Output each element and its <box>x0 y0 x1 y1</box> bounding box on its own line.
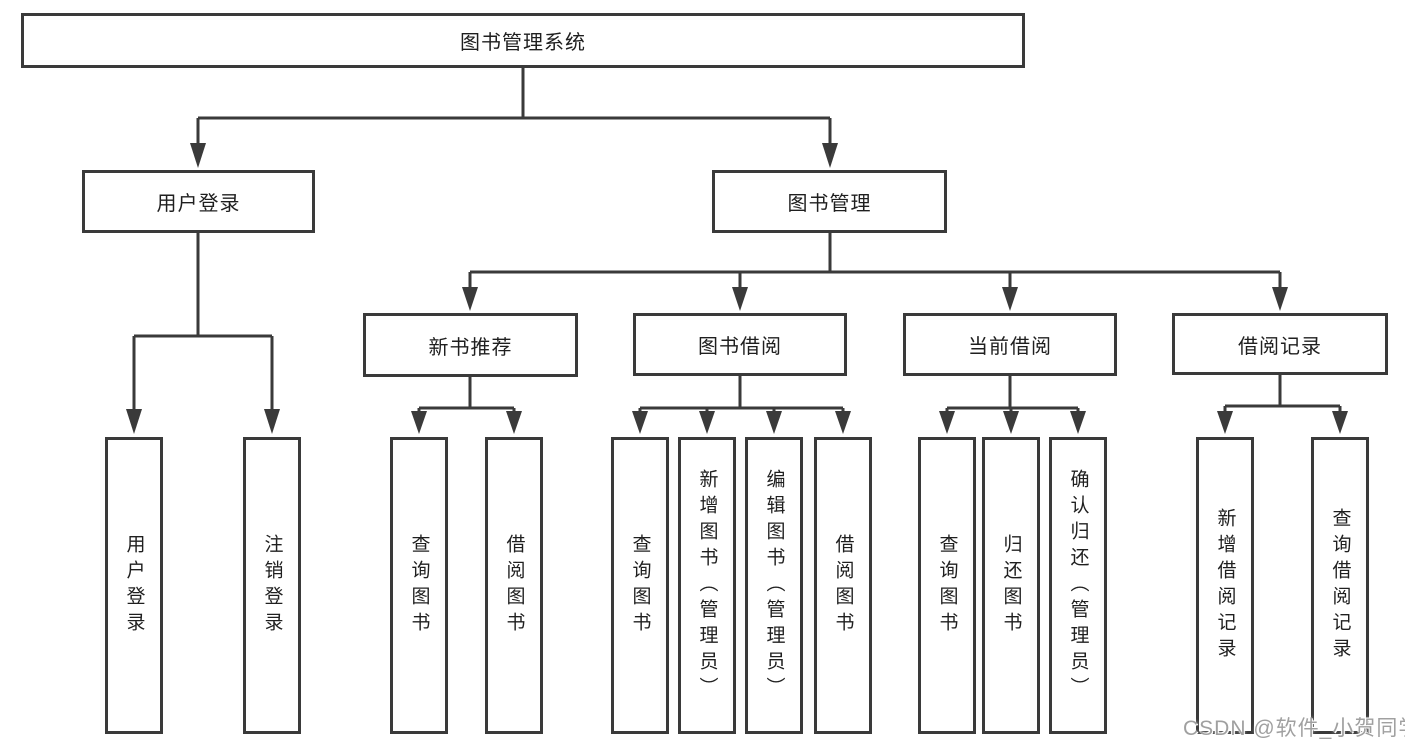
leaf-recommend-borrow-books-label: 借阅图书 <box>503 533 525 638</box>
leaf-add-books-admin-label: 新增图书（管理员） <box>696 468 718 703</box>
leaf-logout: 注销登录 <box>243 437 301 734</box>
node-book-management-label: 图书管理 <box>787 193 872 215</box>
leaf-current-query-books-label: 查询图书 <box>936 533 958 638</box>
leaf-add-books-admin: 新增图书（管理员） <box>678 437 736 734</box>
node-book-management: 图书管理 <box>712 170 947 233</box>
leaf-confirm-return-admin: 确认归还（管理员） <box>1049 437 1107 734</box>
leaf-edit-books-admin: 编辑图书（管理员） <box>745 437 803 734</box>
leaf-query-borrow-record-label: 查询借阅记录 <box>1329 507 1351 664</box>
leaf-return-books: 归还图书 <box>982 437 1040 734</box>
node-book-borrow-label: 图书借阅 <box>698 336 782 358</box>
csdn-watermark: CSDN @软件_小贺同学 <box>1183 717 1405 740</box>
node-root-label: 图书管理系统 <box>460 32 586 54</box>
leaf-borrow-query-books-label: 查询图书 <box>629 533 651 638</box>
node-borrow-records-label: 借阅记录 <box>1238 335 1322 358</box>
leaf-return-books-label: 归还图书 <box>1000 533 1022 638</box>
node-borrow-records: 借阅记录 <box>1172 313 1388 375</box>
node-new-book-recommend: 新书推荐 <box>363 313 578 377</box>
node-new-book-recommend-label: 新书推荐 <box>428 336 513 359</box>
node-user-login: 用户登录 <box>82 170 315 233</box>
leaf-current-query-books: 查询图书 <box>918 437 976 734</box>
node-root: 图书管理系统 <box>21 13 1025 68</box>
leaf-user-login: 用户登录 <box>105 437 163 734</box>
leaf-logout-label: 注销登录 <box>261 533 283 638</box>
leaf-borrow-query-books: 查询图书 <box>611 437 669 734</box>
leaf-borrow-books-label: 借阅图书 <box>832 533 854 638</box>
leaf-add-borrow-record-label: 新增借阅记录 <box>1214 507 1236 664</box>
leaf-recommend-query-books: 查询图书 <box>390 437 448 734</box>
node-book-borrow: 图书借阅 <box>633 313 847 376</box>
node-current-borrow-label: 当前借阅 <box>968 336 1052 358</box>
leaf-edit-books-admin-label: 编辑图书（管理员） <box>763 468 785 703</box>
leaf-user-login-label: 用户登录 <box>123 533 145 638</box>
node-current-borrow: 当前借阅 <box>903 313 1117 376</box>
leaf-recommend-query-books-label: 查询图书 <box>408 533 430 638</box>
leaf-borrow-books: 借阅图书 <box>814 437 872 734</box>
leaf-query-borrow-record: 查询借阅记录 <box>1311 437 1369 734</box>
node-user-login-label: 用户登录 <box>156 193 241 215</box>
leaf-confirm-return-admin-label: 确认归还（管理员） <box>1067 468 1089 703</box>
leaf-add-borrow-record: 新增借阅记录 <box>1196 437 1254 734</box>
leaf-recommend-borrow-books: 借阅图书 <box>485 437 543 734</box>
